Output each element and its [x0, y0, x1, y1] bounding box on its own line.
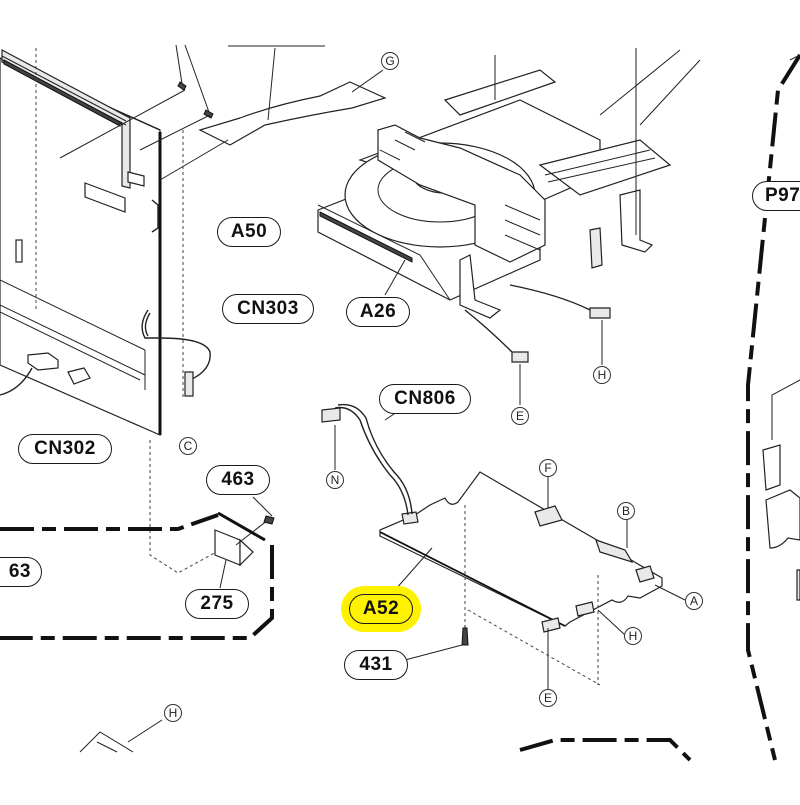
connector-e-board-marker[interactable]: E [539, 689, 557, 707]
callout-cn302[interactable]: CN302 [18, 434, 112, 464]
connector-f-marker[interactable]: F [539, 459, 557, 477]
callout-p97[interactable]: P97 [752, 181, 800, 211]
callout-a52[interactable]: A52 [349, 594, 413, 624]
section-boundaries [0, 53, 800, 762]
bottom-left-part-drawing [79, 719, 163, 753]
p97-part-drawing [762, 54, 800, 601]
a26-mechanism-drawing [317, 48, 701, 405]
connector-h-marker[interactable]: H [593, 366, 611, 384]
connector-n-marker[interactable]: N [326, 471, 344, 489]
connector-h-bottom-marker[interactable]: H [164, 704, 182, 722]
a52-board-drawing [321, 399, 686, 690]
callout-463[interactable]: 463 [206, 465, 270, 495]
callout-63[interactable]: 63 [0, 557, 42, 587]
connector-c-marker[interactable]: C [179, 437, 197, 455]
bracket-275-drawing [214, 496, 275, 589]
connector-h-board-marker[interactable]: H [624, 627, 642, 645]
connector-g-marker[interactable]: G [381, 52, 399, 70]
a50-panel-drawing [0, 44, 387, 574]
connector-a-marker[interactable]: A [685, 592, 703, 610]
callout-a26[interactable]: A26 [346, 297, 410, 327]
callout-cn806[interactable]: CN806 [379, 384, 471, 414]
callout-a50[interactable]: A50 [217, 217, 281, 247]
callout-275[interactable]: 275 [185, 589, 249, 619]
callout-cn303[interactable]: CN303 [222, 294, 314, 324]
callout-431[interactable]: 431 [344, 650, 408, 680]
connector-e-marker[interactable]: E [511, 407, 529, 425]
connector-b-marker[interactable]: B [617, 502, 635, 520]
